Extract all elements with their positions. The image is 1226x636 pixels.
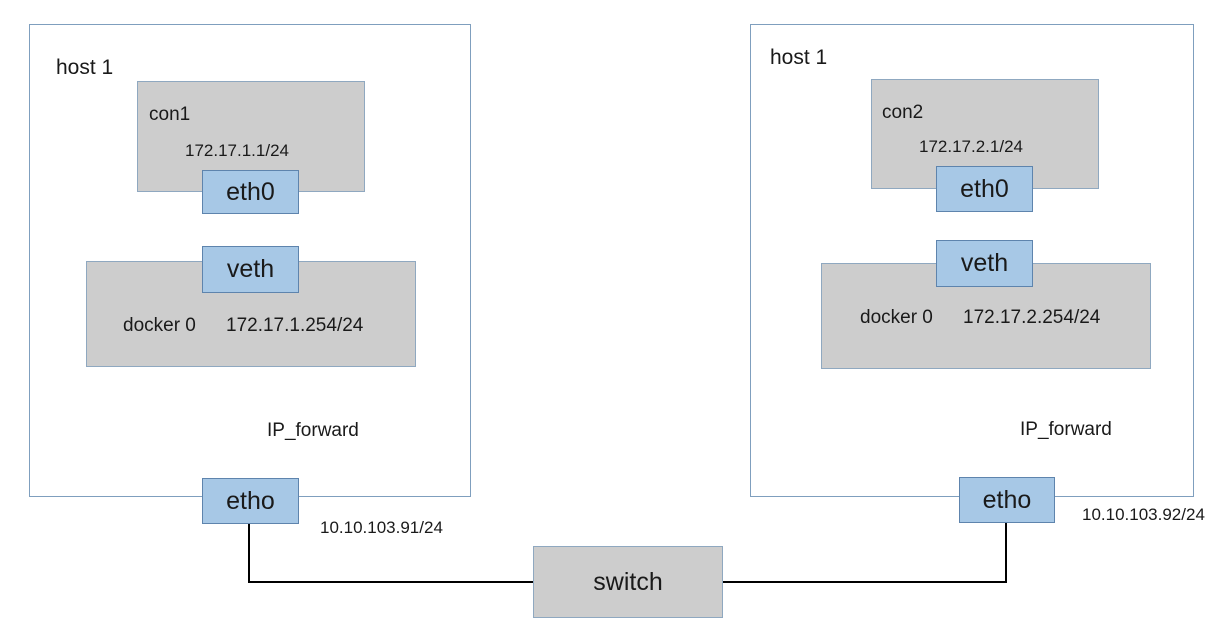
left-eth0-label: eth0: [226, 177, 275, 206]
right-host-label: host 1: [770, 46, 828, 69]
right-eth0-interface: eth0: [936, 166, 1033, 212]
right-container-ip: 172.17.2.1/24: [919, 137, 1023, 156]
left-ip-forward-label: IP_forward: [267, 420, 359, 441]
left-container-ip: 172.17.1.1/24: [185, 141, 289, 160]
left-bridge-name: docker 0: [123, 315, 196, 336]
left-bridge-ip: 172.17.1.254/24: [226, 315, 364, 336]
switch-box: switch: [533, 546, 723, 618]
switch-label: switch: [593, 567, 663, 596]
left-etho-label: etho: [226, 486, 275, 515]
left-etho-interface: etho: [202, 478, 299, 524]
right-container-name: con2: [882, 102, 924, 123]
left-veth-interface: veth: [202, 246, 299, 293]
right-etho-switch-link: [723, 523, 1007, 583]
left-eth0-interface: eth0: [202, 170, 299, 214]
left-veth-label: veth: [226, 255, 275, 283]
right-ip-forward-label: IP_forward: [1020, 419, 1112, 440]
right-eth0-label: eth0: [960, 174, 1009, 203]
right-etho-label: etho: [982, 485, 1032, 514]
right-bridge-ip: 172.17.2.254/24: [963, 307, 1101, 328]
right-nic-ip: 10.10.103.92/24: [1082, 505, 1205, 524]
left-nic-ip: 10.10.103.91/24: [320, 518, 443, 537]
right-bridge-name: docker 0: [860, 307, 933, 328]
left-container-name: con1: [149, 104, 191, 125]
right-veth-label: veth: [960, 249, 1009, 277]
left-etho-switch-link: [248, 524, 533, 583]
left-host-label: host 1: [56, 56, 114, 79]
right-etho-interface: etho: [959, 477, 1055, 523]
right-veth-interface: veth: [936, 240, 1033, 287]
